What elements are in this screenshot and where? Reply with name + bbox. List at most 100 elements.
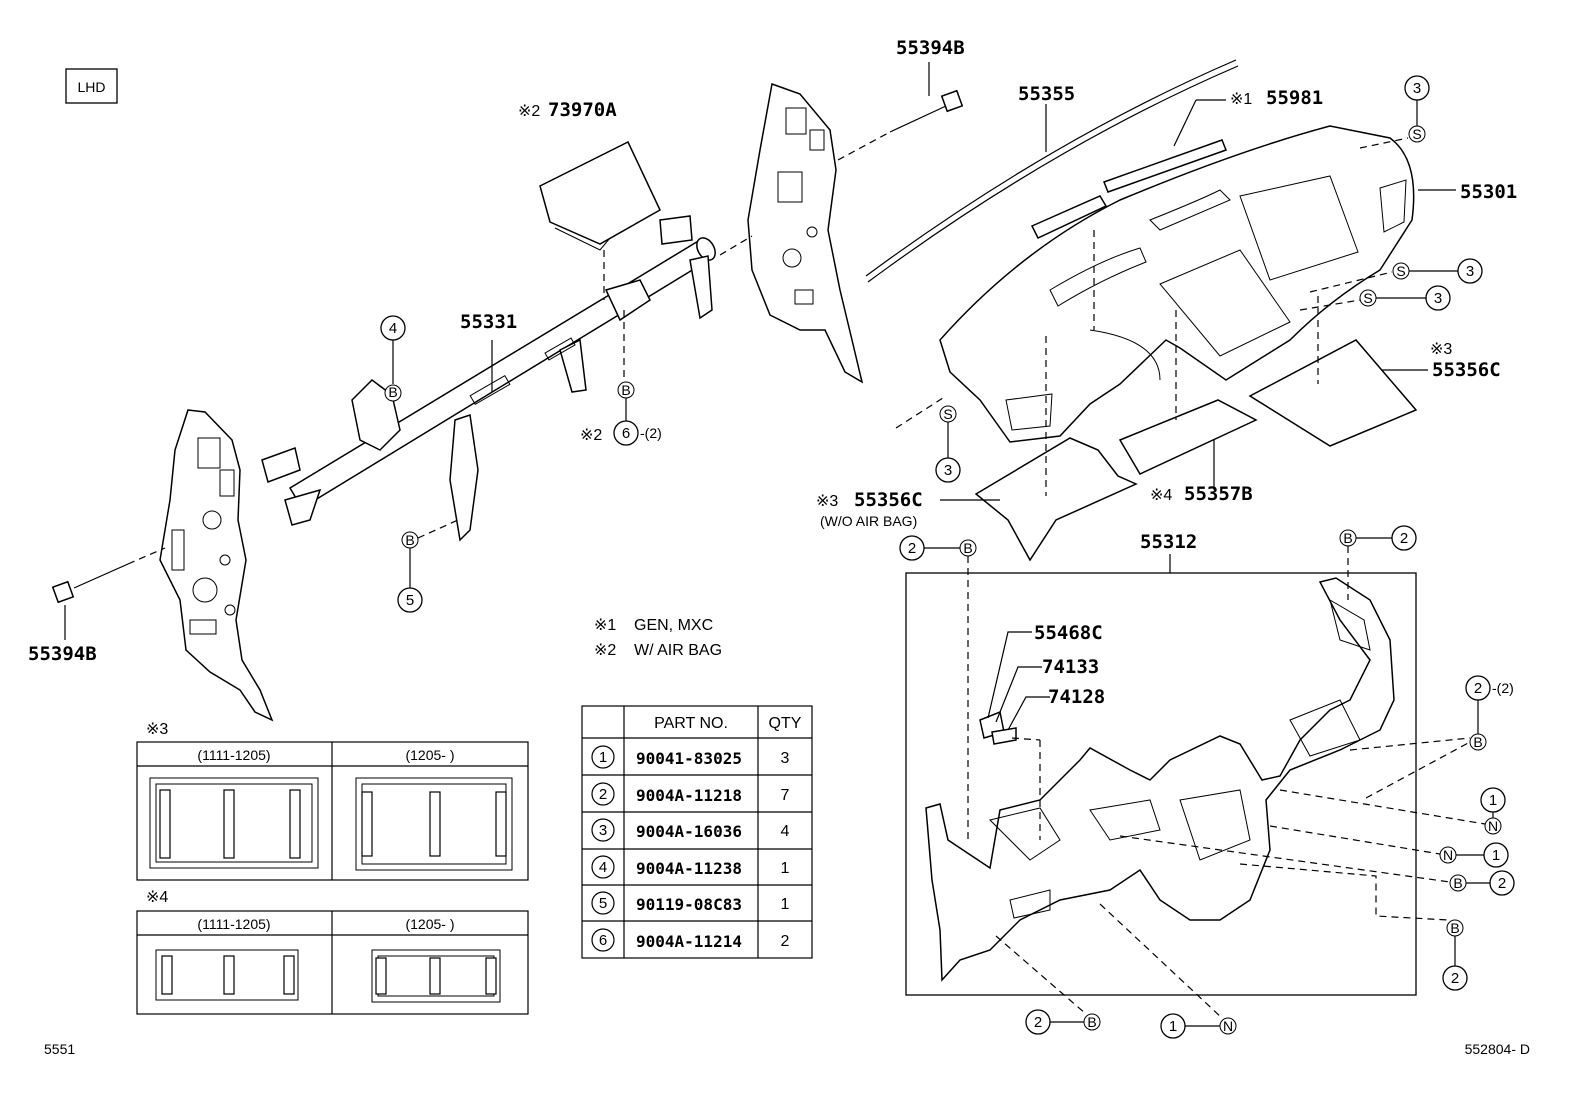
marker-b-2-right-4: B 2 <box>1239 863 1468 991</box>
svg-text:(1205- ): (1205- ) <box>405 916 454 932</box>
svg-text:55394B: 55394B <box>896 37 965 59</box>
marker-5-b: B 5 <box>397 519 459 613</box>
lhd-tag: LHD <box>65 68 118 104</box>
svg-text:S: S <box>1396 263 1405 279</box>
svg-text:9004A-11238: 9004A-11238 <box>636 859 742 878</box>
defroster-strip: 55355 <box>865 59 1239 283</box>
svg-text:N: N <box>1223 1018 1233 1034</box>
svg-text:4: 4 <box>599 859 607 876</box>
svg-text:2: 2 <box>1474 680 1482 697</box>
svg-text:※3: ※3 <box>1430 341 1452 358</box>
svg-text:2: 2 <box>1400 530 1408 547</box>
svg-text:※1: ※1 <box>1230 91 1252 108</box>
marker-2-b-right-1: 2 -(2) B <box>1349 675 1514 799</box>
footer-right-code: 552804- D <box>1465 1041 1530 1057</box>
svg-text:LHD: LHD <box>77 79 105 95</box>
svg-text:2: 2 <box>908 540 916 557</box>
parts-table-row: 3 9004A-16036 4 <box>591 818 790 842</box>
svg-text:5: 5 <box>599 895 607 912</box>
svg-text:N: N <box>1488 818 1498 834</box>
parts-table-row: 1 90041-83025 3 <box>591 745 790 769</box>
svg-text:B: B <box>621 382 630 398</box>
svg-text:55394B: 55394B <box>28 643 97 665</box>
svg-text:3: 3 <box>781 750 790 767</box>
marker-3-s-right-1: S 3 <box>1309 258 1483 293</box>
svg-text:※4: ※4 <box>146 889 168 906</box>
parts-table: PART NO. QTY 1 90041-83025 3 2 9004A-112… <box>581 705 813 959</box>
svg-text:4: 4 <box>389 320 397 337</box>
parts-table-header-qty: QTY <box>769 715 802 732</box>
marker-2-b-top-left: 2 B <box>899 535 977 840</box>
silencer-center: ※3 55356C (W/O AIR BAG) <box>816 336 1138 562</box>
svg-text:B: B <box>405 532 414 548</box>
svg-text:55331: 55331 <box>460 311 517 333</box>
svg-text:3: 3 <box>599 822 607 839</box>
svg-text:2: 2 <box>599 786 607 803</box>
svg-text:74133: 74133 <box>1042 656 1099 678</box>
svg-text:2: 2 <box>1498 875 1506 892</box>
svg-text:※2: ※2 <box>580 427 602 444</box>
svg-text:9004A-16036: 9004A-16036 <box>636 822 742 841</box>
svg-text:1: 1 <box>1489 792 1497 809</box>
svg-text:1: 1 <box>781 860 790 877</box>
svg-text:GEN, MXC: GEN, MXC <box>634 617 713 634</box>
svg-text:※4: ※4 <box>1150 487 1172 504</box>
svg-text:55301: 55301 <box>1460 181 1517 203</box>
lower-panel-frame: 55312 <box>905 531 1417 996</box>
parts-table-row: 4 9004A-11238 1 <box>591 855 790 879</box>
svg-text:6: 6 <box>622 425 630 442</box>
svg-text:B: B <box>963 540 972 556</box>
svg-text:B: B <box>1453 875 1462 891</box>
marker-3-s-left: S 3 <box>895 395 961 483</box>
svg-text:B: B <box>1473 734 1482 750</box>
silencer-right: ※3 55356C <box>1248 296 1501 447</box>
marker-b-2-top-right: B 2 <box>1339 525 1417 600</box>
svg-text:N: N <box>1443 847 1453 863</box>
lower-panel <box>925 577 1395 982</box>
svg-text:6: 6 <box>599 932 607 949</box>
svg-text:55468C: 55468C <box>1034 622 1103 644</box>
left-side-bracket <box>159 409 274 722</box>
svg-text:2: 2 <box>781 933 790 950</box>
svg-text:9004A-11218: 9004A-11218 <box>636 786 742 805</box>
svg-text:(1111-1205): (1111-1205) <box>197 747 270 763</box>
marker-b-2-right-3: B 2 <box>1119 835 1515 896</box>
top-bolt: 55394B <box>889 37 965 133</box>
marker-3-s-right-2: S 3 <box>1299 285 1451 311</box>
marker-n-1-right-2: N 1 <box>1269 825 1509 868</box>
svg-text:(1205- ): (1205- ) <box>405 747 454 763</box>
svg-text:3: 3 <box>1413 80 1421 97</box>
notes: ※1 GEN, MXC ※2 W/ AIR BAG <box>594 617 722 659</box>
svg-text:3: 3 <box>944 462 952 479</box>
svg-text:※2: ※2 <box>518 103 540 120</box>
svg-text:90119-08C83: 90119-08C83 <box>636 895 742 914</box>
svg-text:※3: ※3 <box>146 721 168 738</box>
marker-2-b-bottom: 2 B <box>995 935 1101 1035</box>
svg-text:1: 1 <box>1169 1018 1177 1035</box>
svg-text:3: 3 <box>1466 263 1474 280</box>
svg-text:55981: 55981 <box>1266 87 1323 109</box>
svg-text:-(2): -(2) <box>640 425 662 441</box>
svg-text:55357B: 55357B <box>1184 483 1253 505</box>
svg-text:W/ AIR BAG: W/ AIR BAG <box>634 642 722 659</box>
parts-table-row: 2 9004A-11218 7 <box>591 782 790 806</box>
svg-text:S: S <box>1363 290 1372 306</box>
svg-text:(1111-1205): (1111-1205) <box>197 916 270 932</box>
svg-text:5: 5 <box>406 592 414 609</box>
svg-text:7: 7 <box>781 787 790 804</box>
svg-text:S: S <box>1412 126 1421 142</box>
svg-text:4: 4 <box>781 823 790 840</box>
svg-text:※2: ※2 <box>594 642 616 659</box>
svg-text:3: 3 <box>1434 290 1442 307</box>
nozzle-callout: ※1 55981 <box>1173 87 1323 147</box>
svg-text:1: 1 <box>1492 847 1500 864</box>
footer-left-code: 5551 <box>44 1041 75 1057</box>
variant-table-4: ※4 (1111-1205) (1205- ) <box>136 889 529 1015</box>
small-parts-callouts: 55468C 74133 74128 <box>987 622 1105 840</box>
svg-text:S: S <box>943 406 952 422</box>
svg-text:(W/O AIR BAG): (W/O AIR BAG) <box>820 513 917 529</box>
parts-table-header-part-no: PART NO. <box>654 715 728 732</box>
left-bolt: 55394B <box>28 547 166 665</box>
svg-text:B: B <box>1343 530 1352 546</box>
